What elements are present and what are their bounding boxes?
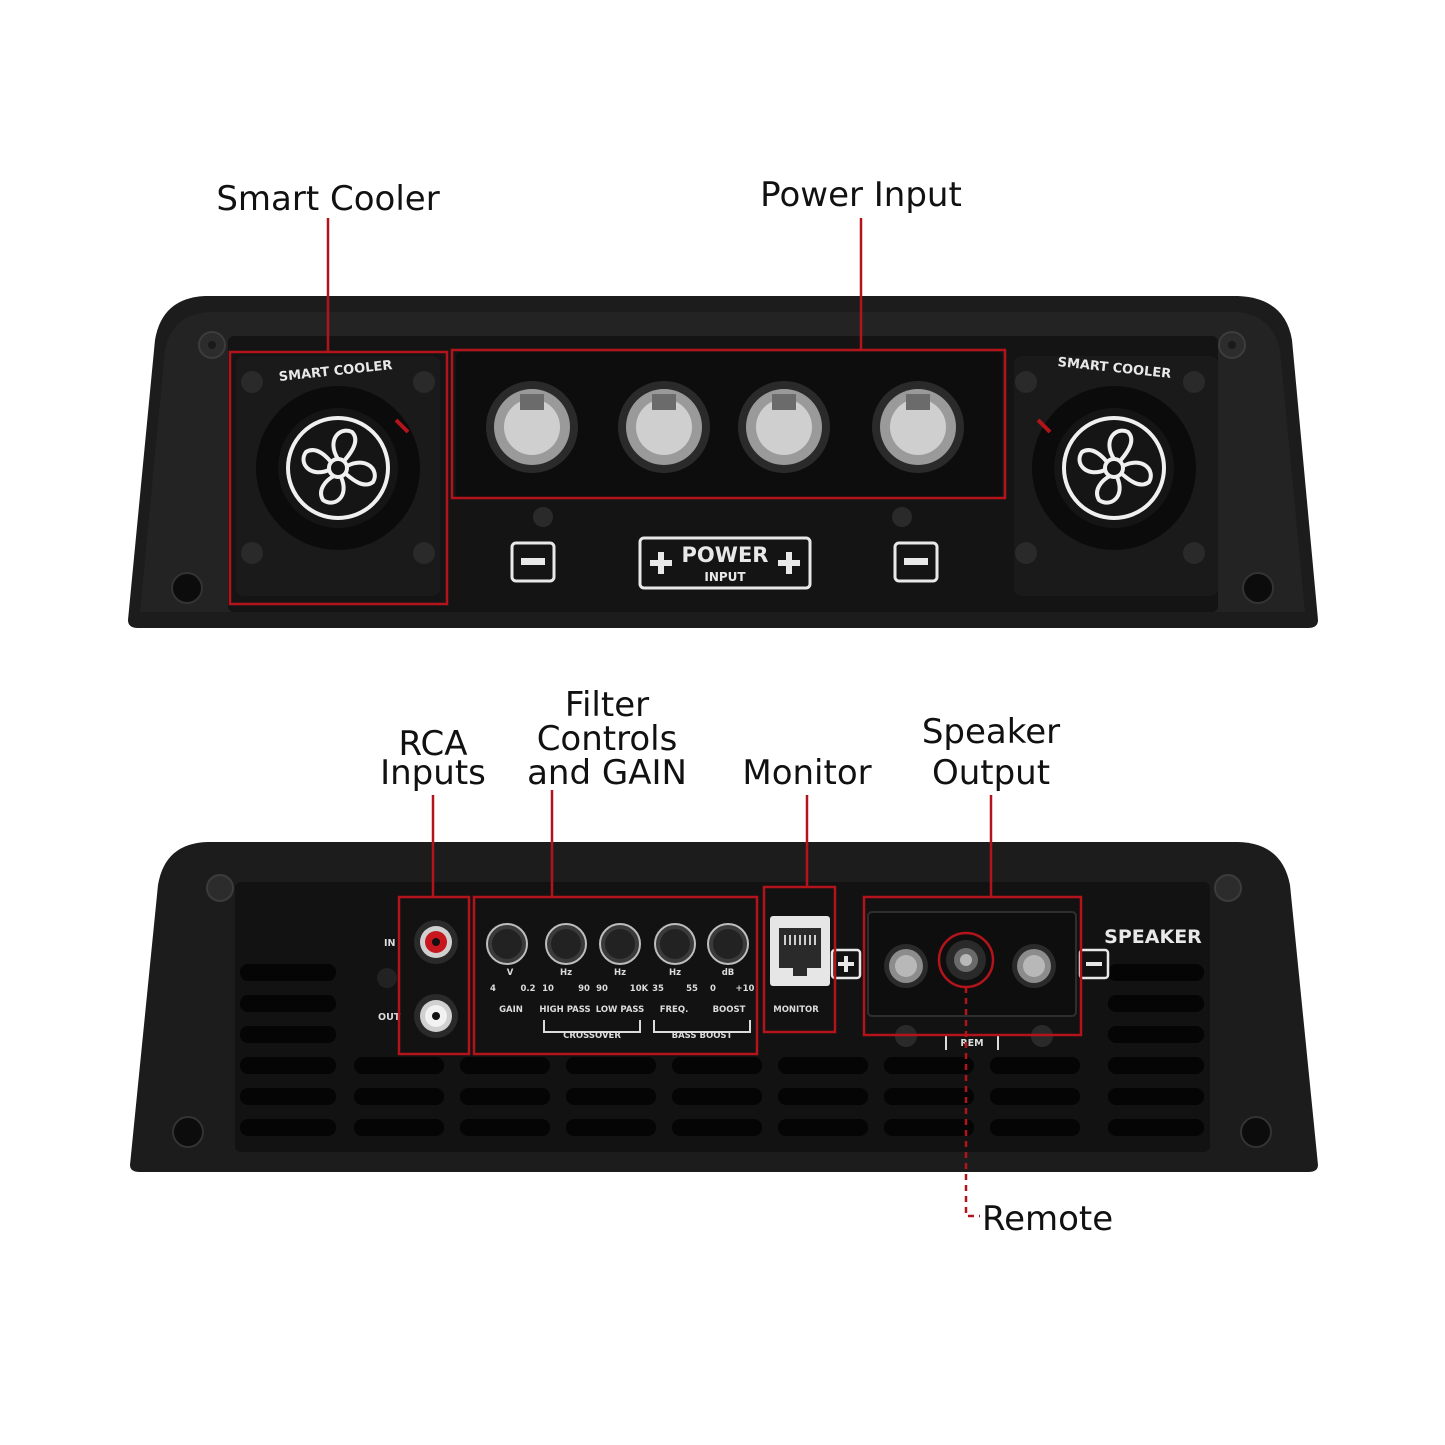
filter-controls-highlight [472, 895, 759, 1056]
power-input-highlight [450, 348, 1007, 500]
knob-max: +10 [736, 984, 755, 994]
filter-knobs [486, 923, 749, 965]
screw-icon [206, 874, 234, 902]
screw-icon [1218, 331, 1246, 359]
terminal-icon [738, 381, 830, 473]
callout-speaker-line1: Speaker [922, 712, 1060, 752]
power-input-badge [638, 536, 812, 590]
callout-power-input: Power Input [760, 175, 962, 215]
knob-min: 35 [652, 984, 664, 994]
knob-unit: Hz [560, 968, 572, 978]
knob-max: 10K [630, 984, 649, 994]
knob-label: BOOST [713, 1005, 746, 1015]
knob-max: 90 [578, 984, 590, 994]
crossover-label: CROSSOVER [563, 1031, 621, 1041]
low-pass-knob [599, 923, 641, 965]
screw-icon [1214, 874, 1242, 902]
rca-out-label: OUT [378, 1012, 401, 1023]
callout-smart-cooler: Smart Cooler [216, 179, 439, 219]
knob-min: 0 [710, 984, 716, 994]
knob-label: FREQ. [660, 1005, 689, 1015]
callout-filter-line1: Filter [565, 685, 649, 725]
minus-icon [510, 541, 556, 583]
callout-rca-line1: RCA [399, 724, 468, 764]
callout-filter-line2: Controls [537, 719, 678, 759]
fan-icon [1062, 416, 1166, 520]
bottom-amplifier: IN OUT V 4 0.2 GAIN Hz 10 90 HIGH PASS H… [130, 685, 1318, 1239]
high-pass-knob [545, 923, 587, 965]
bass-boost-label: BASS BOOST [672, 1031, 733, 1041]
knob-label: GAIN [499, 1005, 523, 1015]
vent-slots [240, 964, 1204, 1136]
knob-label: LOW PASS [596, 1005, 645, 1015]
power-label-main: POWER [682, 543, 769, 567]
callout-rca-line2: Inputs [380, 753, 486, 793]
monitor-port-label: MONITOR [773, 1005, 819, 1015]
smart-cooler-fan-right [1014, 356, 1218, 596]
callout-monitor: Monitor [742, 753, 871, 793]
terminal-icon [486, 381, 578, 473]
knob-min: 4 [490, 984, 496, 994]
terminal-icon [1012, 944, 1056, 988]
callout-remote: Remote [982, 1199, 1113, 1239]
rem-label: REM [960, 1038, 983, 1049]
knob-unit: Hz [614, 968, 626, 978]
speaker-output-highlight [862, 895, 1083, 1037]
speaker-terminal-block [867, 911, 1077, 1047]
power-label-sub: INPUT [704, 570, 746, 584]
screw-icon [1240, 1116, 1272, 1148]
rca-out-jack [414, 994, 458, 1038]
knob-max: 0.2 [520, 984, 535, 994]
callout-speaker-line2: Output [932, 753, 1050, 793]
power-terminal-block [456, 352, 1002, 498]
top-amplifier: SMART COOLER SMART COOLER [128, 175, 1318, 628]
monitor-port [770, 916, 830, 986]
screw-icon [172, 1116, 204, 1148]
knob-label: HIGH PASS [539, 1005, 590, 1015]
knob-unit: V [507, 968, 514, 978]
terminal-icon [618, 381, 710, 473]
screw-icon [1242, 572, 1274, 604]
knob-max: 55 [686, 984, 698, 994]
minus-icon [893, 541, 939, 583]
plus-icon [778, 552, 800, 574]
knob-min: 10 [542, 984, 554, 994]
plus-icon [650, 552, 672, 574]
rca-jacks [377, 920, 458, 1038]
fan-icon [286, 416, 390, 520]
screw-icon [198, 331, 226, 359]
monitor-highlight [762, 885, 837, 1034]
terminal-icon [946, 940, 986, 980]
rca-in-label: IN [384, 938, 396, 949]
terminal-icon [872, 381, 964, 473]
rca-in-jack [414, 920, 458, 964]
callout-filter-line3: and GAIN [527, 753, 687, 793]
knob-min: 90 [596, 984, 608, 994]
freq-knob [654, 923, 696, 965]
gain-knob [486, 923, 528, 965]
knob-unit: dB [722, 968, 735, 978]
plus-icon [830, 948, 862, 980]
speaker-label: SPEAKER [1104, 926, 1202, 948]
smart-cooler-highlight [228, 350, 449, 606]
smart-cooler-fan-left [236, 356, 440, 596]
boost-knob [707, 923, 749, 965]
terminal-icon [884, 944, 928, 988]
screw-icon [171, 572, 203, 604]
knob-unit: Hz [669, 968, 681, 978]
